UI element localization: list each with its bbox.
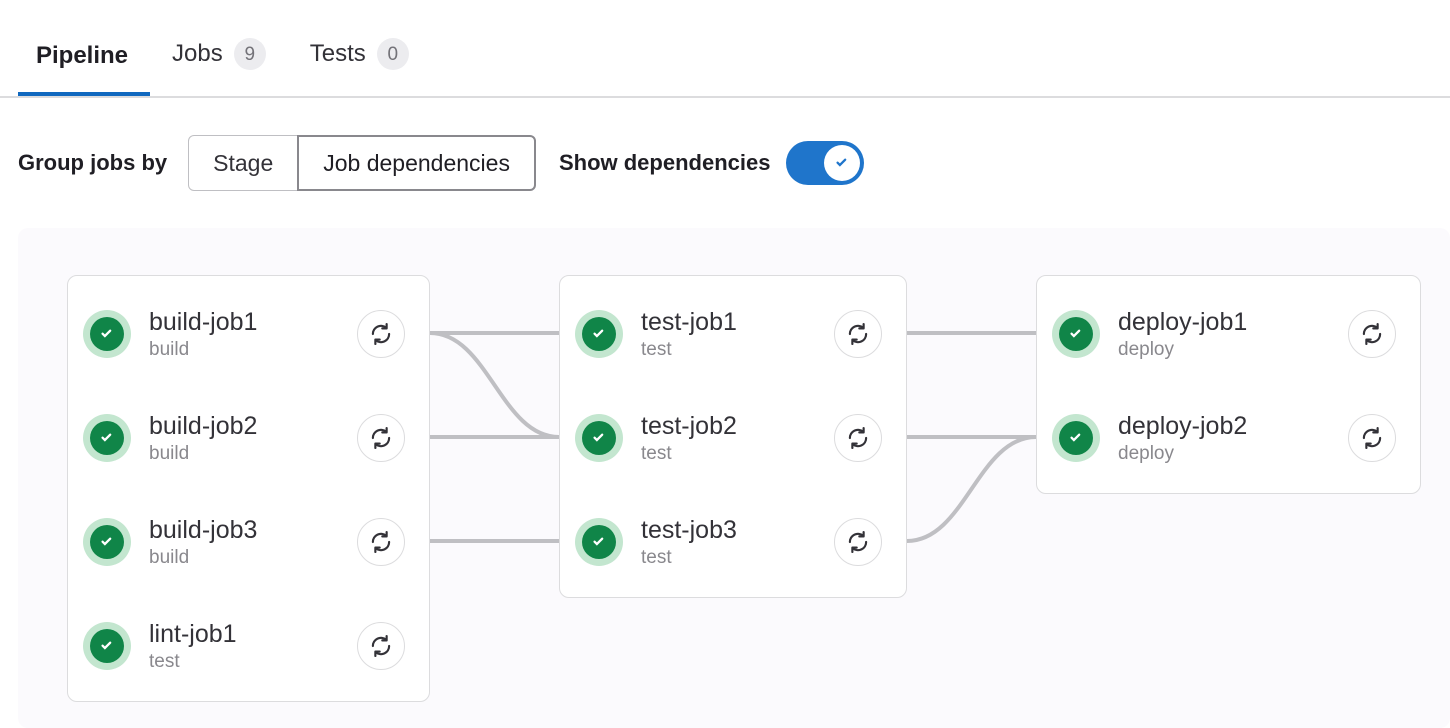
job-text: deploy-job2 deploy [1118, 411, 1348, 466]
column-test: test-job1 test test-job2 test [559, 275, 907, 598]
pipeline-graph: build-job1 build build-job2 build [18, 228, 1450, 728]
job-stage: build [149, 546, 190, 568]
job-card-build-job1[interactable]: build-job1 build [68, 282, 429, 386]
job-stage: deploy [1118, 442, 1174, 464]
status-success-icon [83, 622, 131, 670]
job-card-build-job2[interactable]: build-job2 build [68, 386, 429, 490]
status-success-icon [83, 518, 131, 566]
job-card-deploy-job1[interactable]: deploy-job1 deploy [1037, 282, 1420, 386]
job-text: lint-job1 test [149, 619, 357, 674]
job-stage: test [149, 650, 180, 672]
retry-icon[interactable] [834, 518, 882, 566]
job-card-lint-job1[interactable]: lint-job1 test [68, 594, 429, 698]
retry-icon[interactable] [357, 518, 405, 566]
group-by-stage-button[interactable]: Stage [188, 135, 299, 191]
job-name: deploy-job2 [1118, 411, 1248, 440]
retry-icon[interactable] [1348, 414, 1396, 462]
check-icon [836, 158, 847, 167]
job-card-test-job2[interactable]: test-job2 test [560, 386, 906, 490]
job-card-deploy-job2[interactable]: deploy-job2 deploy [1037, 386, 1420, 490]
tab-pipeline[interactable]: Pipeline [18, 42, 151, 96]
tab-label: Jobs [172, 40, 223, 67]
tab-list: Pipeline Jobs 9 Tests 0 [18, 0, 431, 96]
job-card-test-job1[interactable]: test-job1 test [560, 282, 906, 386]
job-name: lint-job1 [149, 619, 237, 648]
retry-icon[interactable] [834, 414, 882, 462]
job-text: test-job2 test [641, 411, 834, 466]
retry-icon[interactable] [357, 310, 405, 358]
job-text: build-job3 build [149, 515, 357, 570]
group-jobs-by-label: Group jobs by [18, 150, 168, 175]
retry-icon[interactable] [1348, 310, 1396, 358]
link-build-job1-test-job2 [429, 331, 560, 439]
tab-badge-tests: 0 [376, 38, 409, 70]
job-stage: test [641, 442, 672, 464]
job-text: test-job3 test [641, 515, 834, 570]
toggle-knob [824, 145, 861, 181]
status-success-icon [1052, 414, 1100, 462]
job-text: build-job1 build [149, 307, 357, 362]
retry-icon[interactable] [357, 414, 405, 462]
tab-label: Pipeline [36, 42, 129, 69]
retry-icon[interactable] [357, 622, 405, 670]
group-jobs-by-segmented-control: Stage Job dependencies [188, 135, 536, 191]
tab-jobs[interactable]: Jobs 9 [150, 38, 288, 96]
job-name: build-job1 [149, 307, 258, 336]
retry-icon[interactable] [834, 310, 882, 358]
status-success-icon [83, 414, 131, 462]
job-stage: deploy [1118, 338, 1174, 360]
job-card-test-job3[interactable]: test-job3 test [560, 490, 906, 594]
status-success-icon [1052, 310, 1100, 358]
status-success-icon [575, 518, 623, 566]
status-success-icon [83, 310, 131, 358]
job-name: deploy-job1 [1118, 307, 1248, 336]
job-text: test-job1 test [641, 307, 834, 362]
job-name: build-job3 [149, 515, 258, 544]
job-text: deploy-job1 deploy [1118, 307, 1348, 362]
show-dependencies-label: Show dependencies [558, 150, 771, 175]
job-name: test-job2 [641, 411, 737, 440]
show-dependencies-toggle[interactable] [786, 141, 865, 185]
job-stage: test [641, 546, 672, 568]
tab-label: Tests [309, 40, 366, 67]
job-card-build-job3[interactable]: build-job3 build [68, 490, 429, 594]
status-success-icon [575, 310, 623, 358]
job-stage: test [641, 338, 672, 360]
job-name: test-job3 [641, 515, 737, 544]
tab-badge-jobs: 9 [233, 38, 266, 70]
job-stage: build [149, 442, 190, 464]
job-name: test-job1 [641, 307, 737, 336]
status-success-icon [575, 414, 623, 462]
pipeline-controls: Group jobs by Stage Job dependencies Sho… [0, 98, 1450, 228]
tab-tests[interactable]: Tests 0 [288, 38, 431, 96]
column-deploy: deploy-job1 deploy deploy-job2 deploy [1036, 275, 1421, 494]
link-test-job3-deploy-job2 [906, 435, 1037, 543]
job-stage: build [149, 338, 190, 360]
tabs-bar: Pipeline Jobs 9 Tests 0 [0, 0, 1450, 98]
job-text: build-job2 build [149, 411, 357, 466]
job-name: build-job2 [149, 411, 258, 440]
group-by-job-dependencies-button[interactable]: Job dependencies [297, 135, 536, 191]
column-build: build-job1 build build-job2 build [67, 275, 430, 702]
